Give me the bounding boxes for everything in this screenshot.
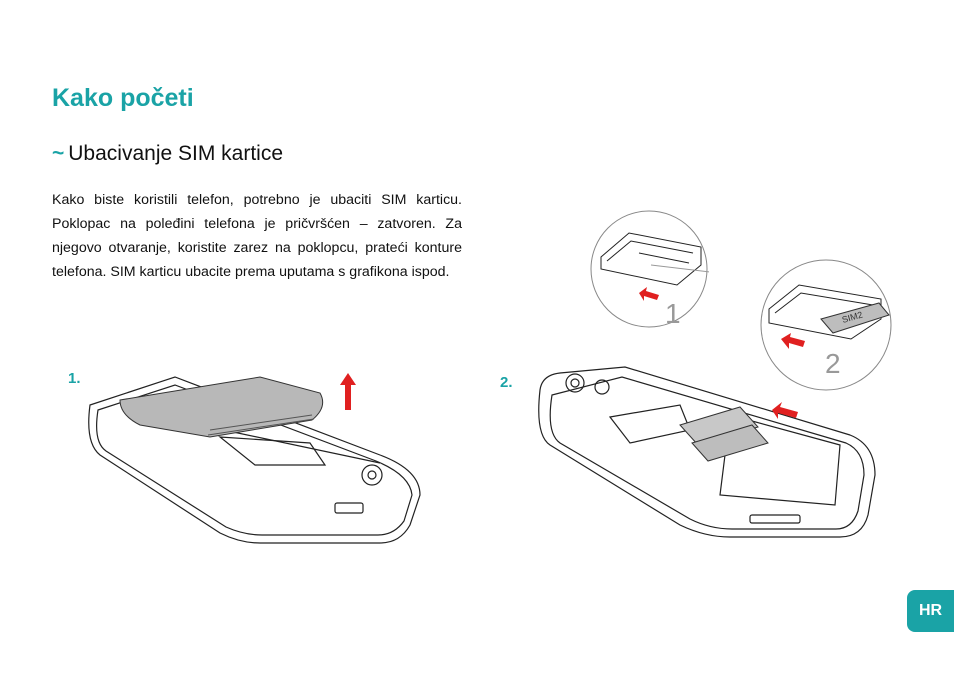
subtitle-tilde: ~ [52,142,65,165]
instructions-paragraph: Kako biste koristili telefon, potrebno j… [52,192,462,280]
section-subtitle: ~Ubacivanje SIM kartice [52,142,283,166]
language-badge: HR [907,590,954,632]
page-title: Kako početi [52,84,194,112]
step-2-phone-illustration [538,366,876,538]
sim-cards [679,406,769,462]
step-2-label: 2. [500,374,513,391]
insert-arrow-icon [772,402,798,419]
zoom-callout-2: SIM2 2 [760,259,892,391]
callout-2-arrow-icon [781,333,805,349]
callout-1-number: 1 [665,298,681,329]
step-1-label: 1. [68,370,81,387]
callout-2-number: 2 [825,348,841,379]
callout-1-arrow-icon [639,287,659,301]
step-1-phone-illustration [88,373,421,544]
subtitle-text: Ubacivanje SIM kartice [68,142,284,165]
lift-arrow-icon [340,373,356,410]
battery-cover [119,376,324,438]
callout-2-sim-card: SIM2 [820,302,890,334]
zoom-callout-1: 1 [590,210,709,329]
